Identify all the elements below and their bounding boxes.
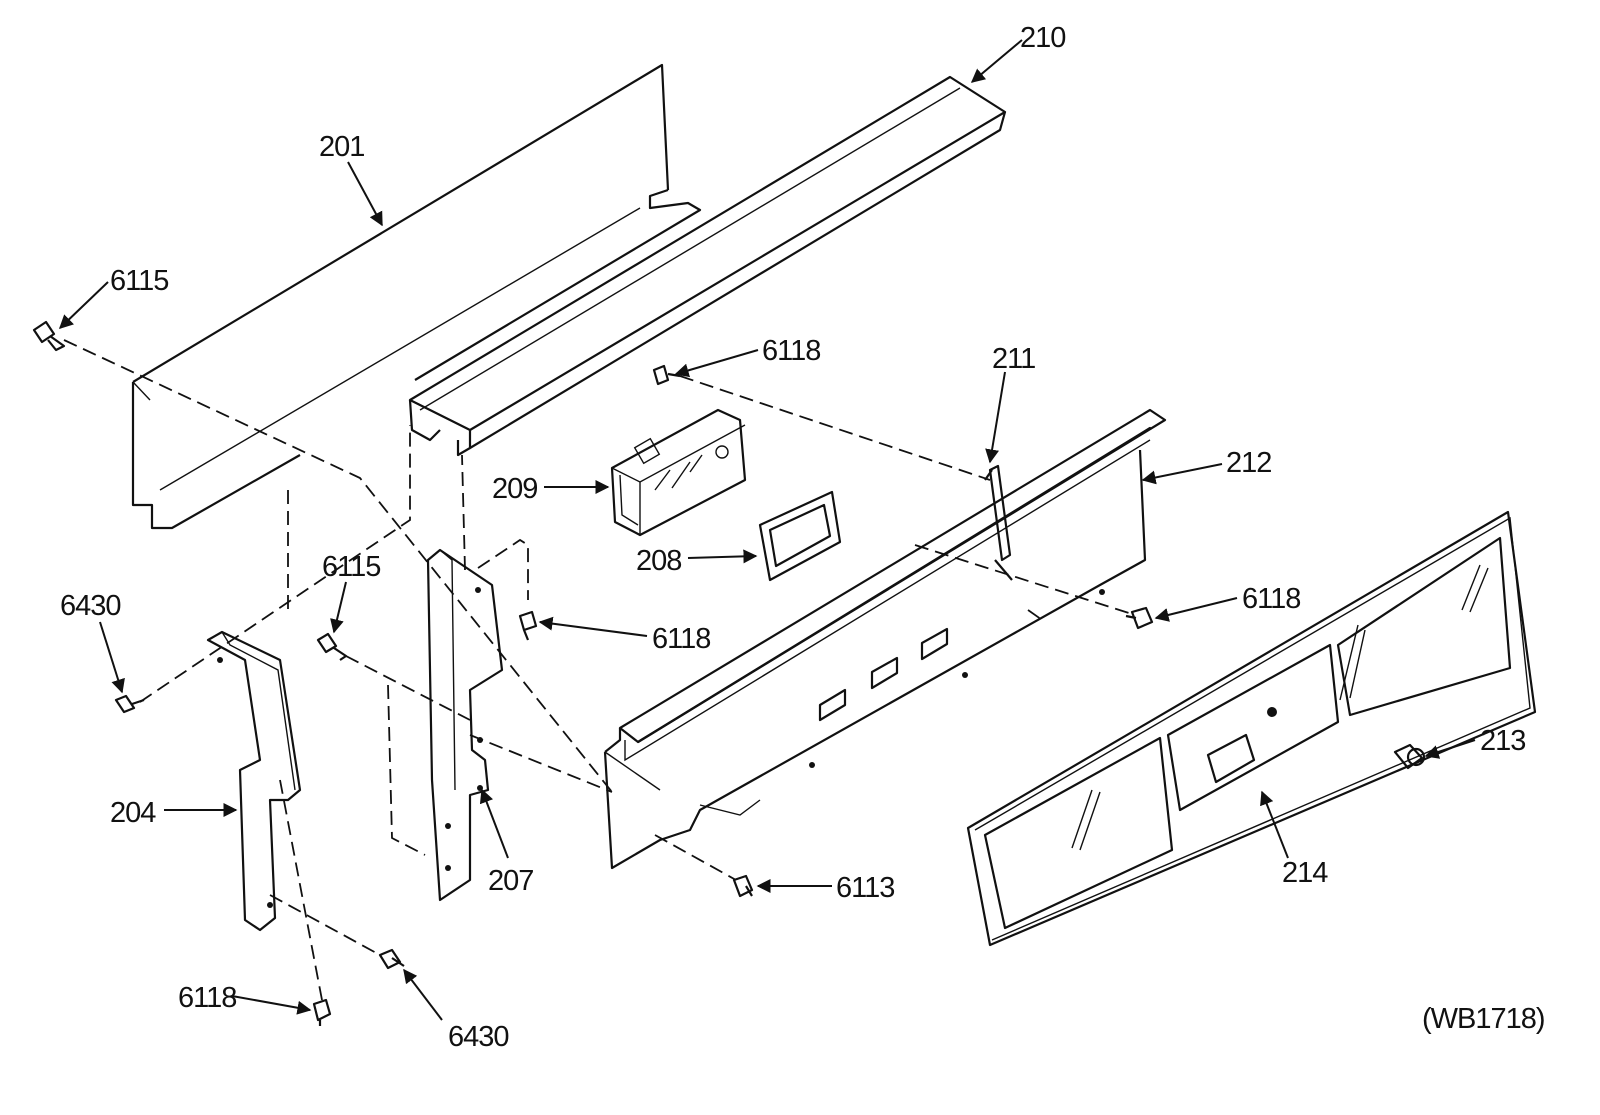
part-201-rear-panel (131, 63, 702, 530)
label-212: 212 (1226, 447, 1271, 479)
label-209: 209 (492, 473, 537, 505)
part-213-knob (1393, 743, 1426, 770)
screw-6430-left (114, 694, 145, 714)
label-6113: 6113 (836, 872, 894, 904)
part-214-glass-panel (966, 510, 1537, 947)
screw-6113 (732, 874, 754, 898)
label-6118-middle: 6118 (652, 623, 710, 655)
label-6118-top: 6118 (762, 335, 820, 367)
label-6118-bottom: 6118 (178, 982, 236, 1014)
screw-6115-middle (316, 632, 348, 661)
label-211: 211 (992, 343, 1035, 375)
label-201: 201 (319, 131, 364, 163)
label-207: 207 (488, 865, 533, 897)
label-6430-bottom: 6430 (448, 1021, 509, 1053)
screw-6430-bottom (378, 948, 405, 970)
screw-6118-top (652, 364, 681, 386)
label-210: 210 (1020, 22, 1065, 54)
part-204-end-cap (206, 630, 302, 932)
label-214: 214 (1282, 857, 1328, 889)
screw-6115-left (32, 320, 66, 352)
screw-6118-right (1125, 606, 1154, 630)
part-209-control-module (610, 408, 747, 537)
label-6118-right: 6118 (1242, 583, 1300, 615)
part-212-control-panel (603, 408, 1167, 870)
part-208-bezel-frame (758, 490, 842, 582)
label-204: 204 (110, 797, 156, 829)
label-6430-left: 6430 (60, 590, 121, 622)
screw-6118-middle (518, 610, 538, 641)
assembly-lines (63, 339, 1133, 1001)
label-6115-middle: 6115 (322, 551, 380, 583)
part-210-top-trim (408, 75, 1007, 457)
diagram-code: (WB1718) (1422, 1003, 1545, 1035)
part-labels: 201 210 6115 6118 211 212 209 208 6115 6… (60, 22, 1546, 1053)
label-6115-left: 6115 (110, 265, 168, 297)
part-207-side-bracket (426, 548, 504, 902)
leader-lines (58, 39, 1476, 1021)
screw-6118-bottom (312, 998, 332, 1026)
label-213: 213 (1480, 725, 1525, 757)
label-208: 208 (636, 545, 681, 577)
